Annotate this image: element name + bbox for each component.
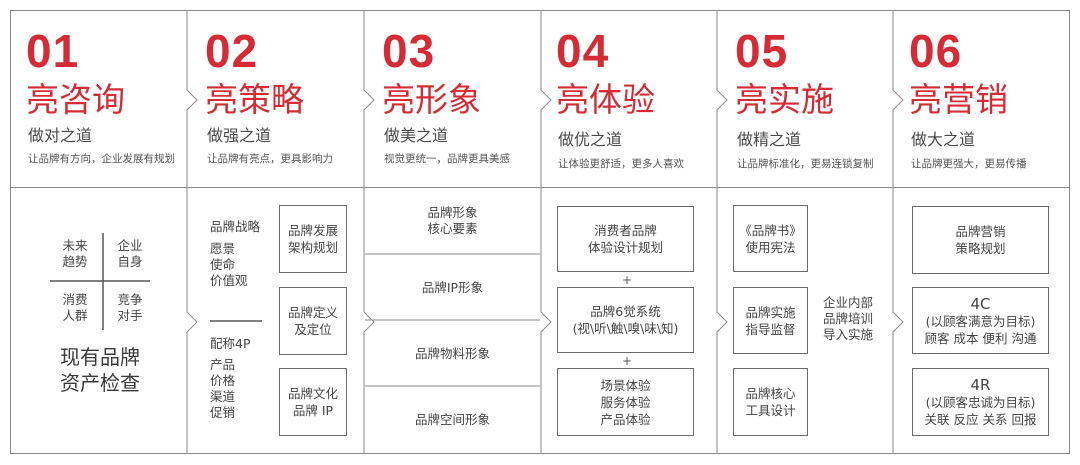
4r-body: (以顾客忠诚为目标) 关联 反应 关系 回报	[924, 395, 1037, 427]
brand-strategy-label: 品牌战略	[210, 219, 261, 234]
4p-items: 产品 价格 渠道 促销	[210, 357, 236, 420]
quadrant-competitors: 竞争 对手	[117, 292, 143, 323]
box-brand-positioning: 品牌定义 及定位	[279, 287, 347, 355]
step-subtitle: 做对之道	[28, 126, 93, 145]
step-description: 视觉更统一，品牌更具美感	[384, 153, 510, 165]
step-description: 让品牌标准化，更易连锁复制	[737, 158, 874, 170]
step-number: 01	[26, 25, 80, 77]
box-brand-architecture: 品牌发展 架构规划	[279, 205, 347, 273]
brand-strategy-items: 愿景 使命 价值观	[210, 241, 248, 288]
step-title: 亮实施	[735, 80, 834, 119]
step-subtitle: 做美之道	[384, 126, 449, 145]
brand-material-image: 品牌物料形象	[414, 346, 490, 361]
header-divider	[10, 187, 1070, 188]
step-description: 让品牌有方向，企业发展有规划	[28, 153, 175, 165]
step-description: 让体验更舒适，更多人喜欢	[558, 158, 684, 170]
step-number: 06	[909, 25, 963, 77]
step-subtitle: 做优之道	[558, 130, 623, 149]
step-number: 03	[382, 25, 436, 77]
quadrant-future-trends: 未来 趋势	[62, 238, 88, 269]
plus-sign: +	[622, 273, 633, 287]
quadrant-consumers: 消费 人群	[62, 292, 88, 323]
box-brand-book: 《品牌书》 使用宪法	[733, 205, 808, 272]
box-implementation-guide: 品牌实施 指导监督	[733, 287, 808, 354]
4c-title: 4C	[970, 294, 991, 313]
brand-ip-image: 品牌IP形象	[421, 280, 484, 295]
step-description: 让品牌更强大，更易传播	[911, 158, 1027, 170]
quadrant-company-self: 企业 自身	[117, 238, 143, 269]
4p-label: 配称4P	[210, 336, 251, 351]
4c-body: (以顾客满意为目标) 顾客 成本 便利 沟通	[924, 313, 1037, 346]
step-title: 亮营销	[909, 80, 1008, 119]
brand-space-image: 品牌空间形象	[414, 412, 490, 427]
internal-training: 企业内部 品牌培训 导入实施	[822, 295, 873, 342]
step-title: 亮体验	[556, 80, 655, 119]
brand-asset-check: 现有品牌 资产检查	[60, 345, 140, 395]
plus-sign: +	[622, 354, 633, 368]
box-experience-design: 消费者品牌 体验设计规划	[557, 206, 694, 272]
step-subtitle: 做大之道	[911, 130, 976, 149]
step-title: 亮策略	[205, 80, 304, 119]
box-4c: 4C (以顾客满意为目标) 顾客 成本 便利 沟通	[912, 287, 1049, 354]
step-description: 让品牌有亮点，更具影响力	[207, 153, 333, 165]
box-marketing-strategy: 品牌营销 策略规划	[912, 206, 1049, 274]
box-six-senses: 品牌6觉系统 (视\听\触\嗅\味\知)	[557, 287, 694, 353]
step-title: 亮咨询	[26, 80, 125, 119]
box-4r: 4R (以顾客忠诚为目标) 关联 反应 关系 回报	[912, 368, 1049, 436]
step-number: 05	[735, 25, 789, 77]
step-title: 亮形象	[382, 80, 481, 119]
box-brand-culture: 品牌文化 品牌 IP	[279, 368, 347, 436]
brand-image-core: 品牌形象 核心要素	[427, 205, 478, 236]
step-number: 04	[556, 25, 610, 77]
box-core-tools: 品牌核心 工具设计	[733, 368, 808, 436]
step-subtitle: 做精之道	[737, 130, 802, 149]
box-scene-service-product: 场景体验 服务体验 产品体验	[557, 368, 694, 436]
diagram-frame	[10, 10, 1070, 454]
step-number: 02	[205, 25, 259, 77]
step-subtitle: 做强之道	[207, 126, 272, 145]
4r-title: 4R	[970, 376, 991, 394]
